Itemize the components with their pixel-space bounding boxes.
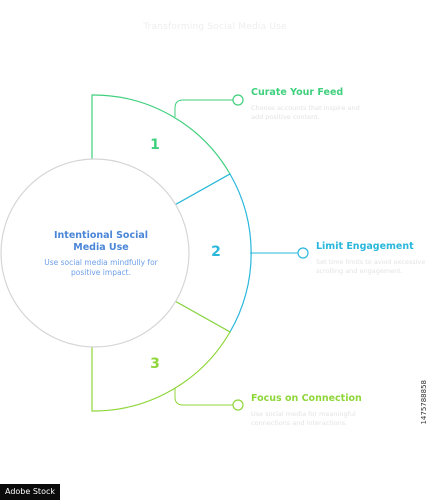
segment-1-number: 1 — [150, 137, 160, 153]
center-subtitle: Use social media mindfully for positive … — [44, 258, 158, 277]
connector-1-dot — [232, 94, 244, 106]
connector-1 — [174, 99, 233, 117]
item-1-description: Choose accounts that inspire and add pos… — [251, 104, 360, 121]
segment-2-number: 2 — [211, 244, 221, 260]
page-title: Transforming Social Media Use — [143, 22, 287, 32]
segment-3-number: 3 — [150, 356, 160, 372]
connector-3 — [174, 388, 233, 406]
connector-2-dot — [297, 247, 309, 259]
item-1-title: Curate Your Feed — [251, 87, 344, 98]
item-3-title: Focus on Connection — [251, 393, 362, 404]
item-2-description: Set time limits to avoid excessive scrol… — [316, 258, 426, 275]
center-circle — [0, 158, 190, 348]
stock-logo: Adobe Stock — [0, 484, 60, 500]
stock-id: 1475788858 — [420, 380, 428, 425]
center-title: Intentional Social Media Use — [53, 230, 149, 253]
item-2-title: Limit Engagement — [316, 241, 414, 252]
item-3-description: Use social media for meaningful connecti… — [251, 410, 356, 427]
connector-3-dot — [232, 399, 244, 411]
